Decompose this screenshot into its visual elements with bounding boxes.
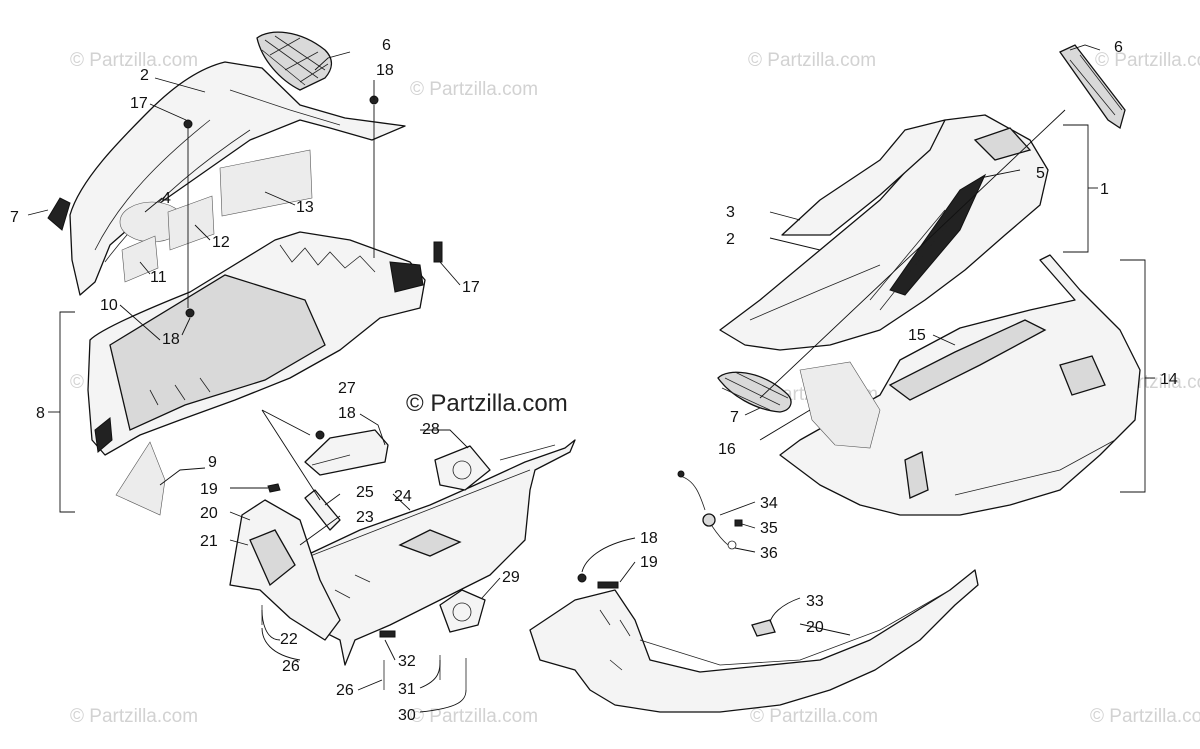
- part-plate-29: [439, 589, 486, 633]
- part-25: [304, 489, 341, 531]
- callout-24: 24: [394, 488, 412, 505]
- watermark: © Partzilla.com: [1095, 50, 1200, 71]
- part-cable-assembly: [677, 470, 743, 550]
- callout-numbers: 6 2 18 17 7 4 13 12 11 17 10 18 8 9 19 2…: [10, 37, 1178, 724]
- callout-36: 36: [760, 545, 778, 562]
- part-belly-pan-left: [274, 439, 576, 666]
- part-27: [304, 429, 389, 476]
- part-bracket-21: [229, 499, 341, 641]
- callout-30: 30: [398, 707, 416, 724]
- callout-29: 29: [502, 569, 520, 586]
- callout-26: 26: [336, 682, 354, 699]
- callout-12: 12: [212, 234, 230, 251]
- part-small-vent-left: [47, 197, 71, 231]
- callout-10: 10: [100, 297, 118, 314]
- callout-25: 25: [356, 484, 374, 501]
- callout-9: 9: [208, 454, 217, 471]
- callout-32: 32: [398, 653, 416, 670]
- decals-left: [119, 149, 313, 283]
- callout-7: 7: [730, 409, 739, 426]
- callout-33: 33: [806, 593, 824, 610]
- part-grille-7-right: [717, 371, 792, 413]
- part-grille-left: [256, 31, 333, 91]
- callout-18: 18: [376, 62, 394, 79]
- callout-2: 2: [726, 231, 735, 248]
- watermark: © Partzilla.com: [410, 79, 538, 100]
- watermark: © Partzilla.com: [70, 50, 198, 71]
- callout-19: 19: [200, 481, 218, 498]
- callout-8: 8: [36, 405, 45, 422]
- callout-6: 6: [1114, 39, 1123, 56]
- part-panel-16: [799, 361, 881, 449]
- callout-19: 19: [640, 554, 658, 571]
- callout-22: 22: [280, 631, 298, 648]
- part-upper-side-panel-left: [69, 61, 406, 296]
- part-plate-28: [434, 445, 491, 491]
- callout-16: 16: [718, 441, 736, 458]
- callout-13: 13: [296, 199, 314, 216]
- watermark: © Partzilla.com: [750, 706, 878, 727]
- callout-21: 21: [200, 533, 218, 550]
- callout-27: 27: [338, 380, 356, 397]
- watermark: © Partzilla.com: [410, 706, 538, 727]
- callout-11: 11: [150, 269, 167, 286]
- callout-34: 34: [760, 495, 778, 512]
- callout-2: 2: [140, 67, 149, 84]
- callout-17: 17: [130, 95, 148, 112]
- callout-7: 7: [10, 209, 19, 226]
- callout-26: 26: [282, 658, 300, 675]
- callout-18: 18: [640, 530, 658, 547]
- part-panel-9: [115, 441, 166, 516]
- center-watermark: © Partzilla.com: [406, 390, 568, 417]
- callout-3: 3: [726, 204, 735, 221]
- part-belly-pan-right: [529, 569, 979, 713]
- fasteners-left: [183, 95, 443, 318]
- callout-35: 35: [760, 520, 778, 537]
- callout-23: 23: [356, 509, 374, 526]
- callout-5: 5: [1036, 165, 1045, 182]
- part-hood-right: [719, 114, 1049, 351]
- callout-18: 18: [338, 405, 356, 422]
- callout-15: 15: [908, 327, 926, 344]
- part-lower-body-right: [779, 254, 1141, 516]
- callout-6: 6: [382, 37, 391, 54]
- part-lower-housing-left: [87, 231, 426, 456]
- callout-31: 31: [398, 681, 416, 698]
- callout-17: 17: [462, 279, 480, 296]
- watermark: © Partzilla.com: [748, 50, 876, 71]
- callout-28: 28: [422, 421, 440, 438]
- callout-1: 1: [1100, 181, 1109, 198]
- watermark: © Partzilla.com: [1090, 706, 1200, 727]
- callout-18: 18: [162, 331, 180, 348]
- fasteners-lower-right: [577, 573, 619, 589]
- callout-14: 14: [1160, 371, 1178, 388]
- callout-20: 20: [200, 505, 218, 522]
- leader-lines: [27, 44, 1155, 713]
- part-grille-right: [1059, 44, 1126, 130]
- callout-4: 4: [162, 190, 171, 207]
- callout-20: 20: [806, 619, 824, 636]
- watermark: © Partzilla.com: [70, 706, 198, 727]
